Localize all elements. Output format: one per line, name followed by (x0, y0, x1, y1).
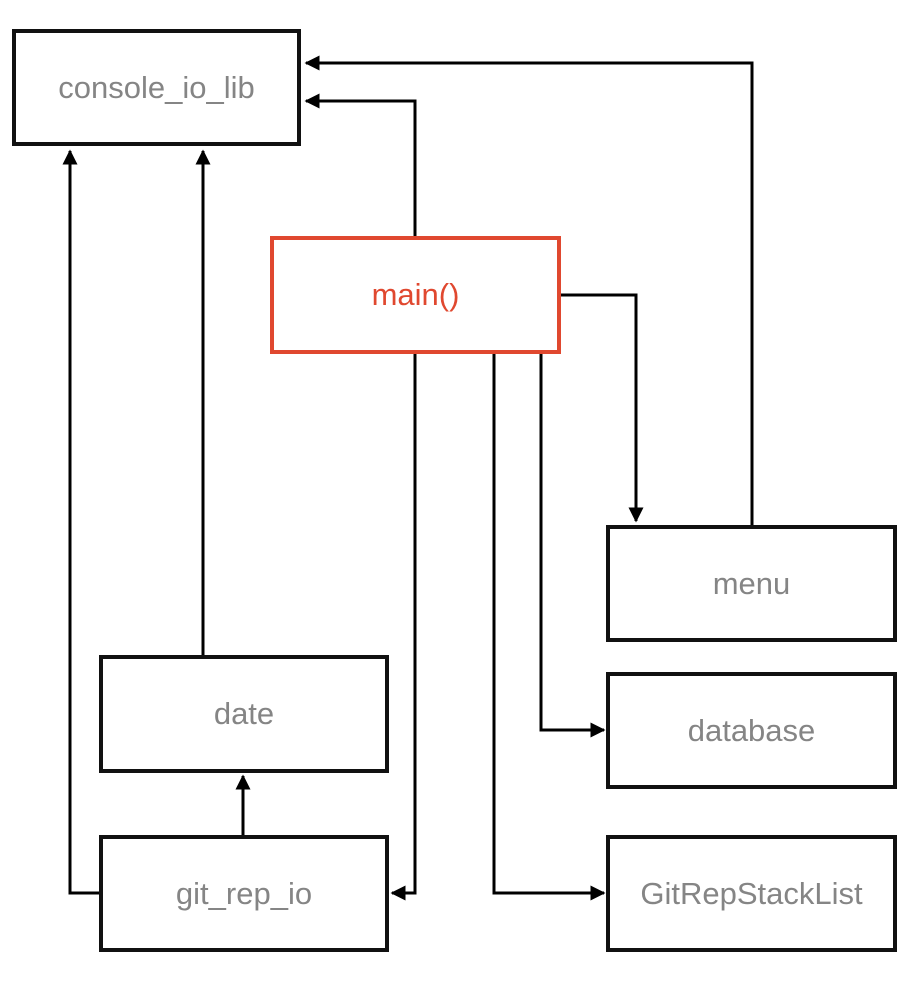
edge-menu-to-console-io-lib (304, 55, 754, 525)
edge-main-to-gitrepstacklist (492, 354, 606, 901)
node-main: main() (270, 236, 561, 354)
node-git-rep-io: git_rep_io (99, 835, 389, 952)
node-label: database (687, 712, 816, 748)
node-menu: menu (606, 525, 897, 642)
node-label: console_io_lib (58, 69, 255, 105)
node-label: date (213, 696, 275, 731)
node-label: GitRepStackList (640, 875, 863, 911)
node-label: git_rep_io (175, 875, 313, 911)
node-console-io-lib: console_io_lib (12, 29, 301, 146)
node-date: date (99, 655, 389, 773)
edge-main-to-database (539, 354, 606, 738)
edge-main-to-menu (560, 293, 644, 523)
node-label: main() (371, 277, 460, 312)
edge-main-to-git-rep-io (390, 354, 417, 901)
node-database: database (606, 672, 897, 789)
node-label: menu (712, 565, 791, 601)
edge-main-to-console-io-lib (304, 93, 417, 236)
edge-git-rep-io-to-console-io-lib (62, 149, 99, 895)
node-gitrepstacklist: GitRepStackList (606, 835, 897, 952)
